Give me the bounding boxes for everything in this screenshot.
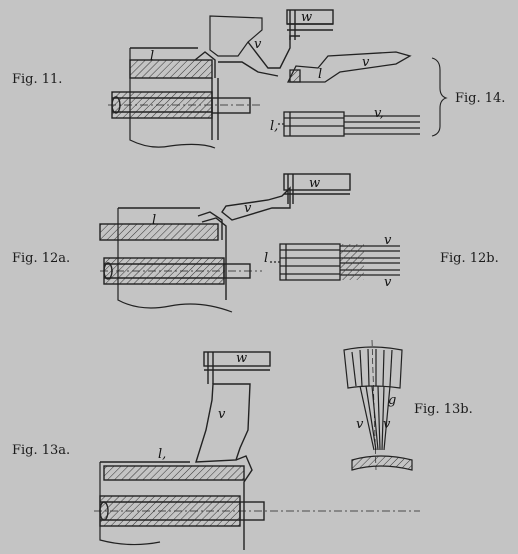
label-v-fig13b-left: v — [356, 417, 364, 432]
label-w-fig11: w — [301, 10, 312, 25]
label-l1-fig14: l, — [270, 119, 278, 134]
fig-13b-caption: Fig. 13b. — [414, 402, 473, 417]
label-l-fig11: l — [150, 49, 154, 64]
label-v-fig13a: v — [218, 407, 226, 422]
fig-14-drawing — [278, 51, 448, 137]
label-l-fig12a: l — [152, 213, 156, 228]
label-l-fig14: l — [318, 67, 322, 82]
label-v1-fig14: v, — [374, 106, 384, 121]
fig-11-caption: Fig. 11. — [12, 72, 63, 87]
fig-11-top-slot-hatch — [129, 59, 213, 79]
label-v-fig12a: v — [244, 201, 252, 216]
label-v-fig12b-top: v — [384, 233, 392, 248]
fig-12a-caption: Fig. 12a. — [12, 251, 71, 266]
label-v-fig14: v — [362, 55, 370, 70]
label-w-fig13a: w — [236, 351, 247, 366]
label-v-fig13b-right: v — [383, 417, 391, 432]
fig-13a-caption: Fig. 13a. — [12, 443, 71, 458]
fig-13a-drawing — [94, 351, 420, 550]
label-v-fig12b-bottom: v — [384, 275, 392, 290]
label-v-fig11: v — [254, 37, 262, 52]
fig-12b-caption: Fig. 12b. — [440, 251, 499, 266]
label-l1-fig13a: l, — [158, 447, 166, 462]
fig-12b-drawing — [270, 243, 400, 281]
fig-13b-drawing — [343, 339, 413, 471]
label-l-fig12b: l — [264, 251, 268, 266]
label-g-fig13b: g — [388, 393, 396, 408]
fig-14-caption: Fig. 14. — [455, 91, 506, 106]
fig-11-drawing — [108, 9, 334, 149]
fig-12a-drawing — [99, 173, 351, 313]
label-w-fig12a: w — [309, 176, 320, 191]
